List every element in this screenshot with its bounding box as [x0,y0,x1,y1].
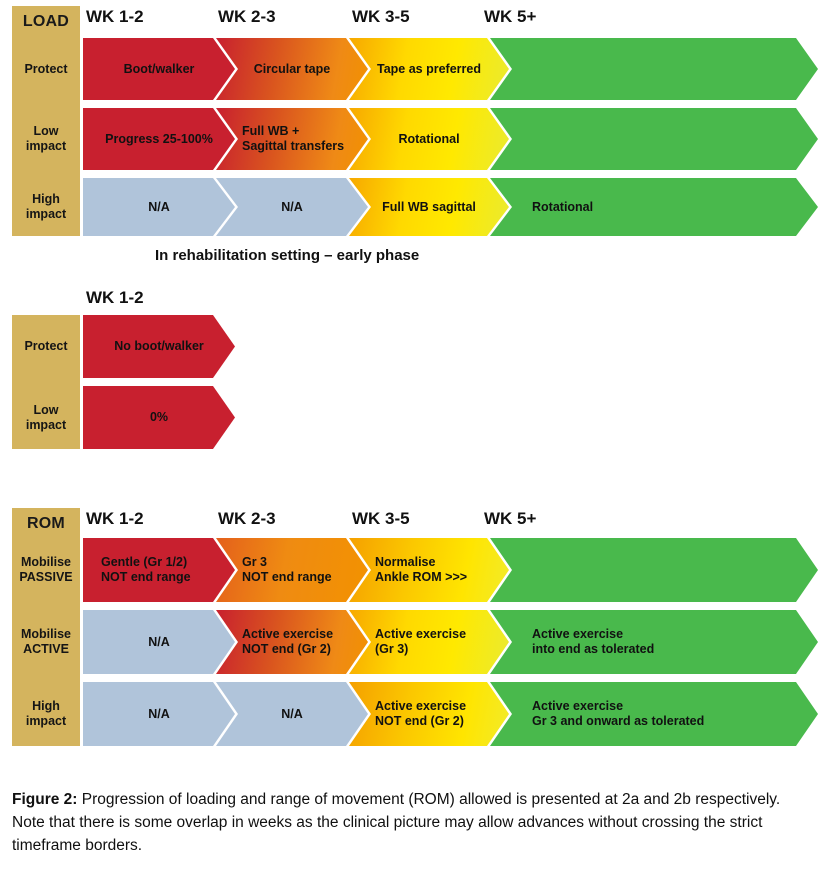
label-line: ACTIVE [23,642,69,656]
label-line: impact [25,417,67,432]
early-phase-section: WK 1-2 Protect Low impact No boot/walker… [0,285,829,449]
load-cell-protect-wk5plus[interactable] [490,38,818,100]
figure-caption: Figure 2: Progression of loading and ran… [12,789,817,857]
load-cell-protect-wk2-3[interactable]: Circular tape [216,38,368,100]
load-cell-protect-wk1-2[interactable]: Boot/walker [83,38,235,100]
load-row-label-low-impact: Low impact [12,108,80,170]
label-line: impact [25,714,67,728]
figure-caption-label: Figure 2: [12,791,78,808]
figure-caption-text: Progression of loading and range of move… [12,791,781,854]
rom-header-row: ROM WK 1-2 WK 2-3 WK 3-5 WK 5+ [0,506,829,540]
label-line: High [32,192,60,207]
load-cell-low-impact-wk5plus[interactable] [490,108,818,170]
early-header-row: WK 1-2 [0,285,829,319]
early-row-protect: No boot/walker [0,315,829,378]
load-row-low-impact: Progress 25-100% Full WB + Sagittal tran… [0,108,829,170]
load-row-label-protect: Protect [12,38,80,100]
rom-cell-active-wk1-2[interactable]: N/A [83,610,235,674]
rom-cell-high-impact-wk3-5[interactable]: Active exercise NOT end (Gr 2) [349,682,509,746]
rom-week-header-3: WK 3-5 [352,509,410,528]
rom-week-header-1: WK 1-2 [86,509,144,528]
label-line: impact [25,139,67,153]
early-cell-protect-wk1-2[interactable]: No boot/walker [83,315,235,378]
early-row-low-impact: 0% [0,386,829,449]
early-row-label-low-impact: Low impact [12,386,80,449]
rom-row-label-mobilise-passive: Mobilise PASSIVE [12,538,80,602]
label-line: PASSIVE [19,570,73,584]
rom-cell-active-wk2-3[interactable]: Active exercise NOT end (Gr 2) [216,610,368,674]
early-row-label-protect: Protect [12,315,80,378]
label-line: Protect [24,61,68,76]
load-cell-high-impact-wk5plus[interactable]: Rotational [490,178,818,236]
rom-cell-active-wk5plus[interactable]: Active exercise into end as tolerated [490,610,818,674]
rom-cell-active-wk3-5[interactable]: Active exercise (Gr 3) [349,610,509,674]
rom-label-column: Mobilise PASSIVE Mobilise ACTIVE High im… [12,538,80,746]
load-header-row: LOAD WK 1-2 WK 2-3 WK 3-5 WK 5+ [0,4,829,38]
rom-cell-passive-wk1-2[interactable]: Gentle (Gr 1/2) NOT end range [83,538,235,602]
early-week-header-1: WK 1-2 [86,288,144,307]
rom-cell-passive-wk2-3[interactable]: Gr 3 NOT end range [216,538,368,602]
rom-cell-passive-wk3-5[interactable]: Normalise Ankle ROM >>> [349,538,509,602]
label-line: Low [33,402,59,417]
load-cell-protect-wk3-5[interactable]: Tape as preferred [349,38,509,100]
load-footnote: In rehabilitation setting – early phase [155,247,420,264]
load-week-header-4: WK 5+ [484,7,537,26]
label-line: Low [33,124,59,139]
rom-cell-high-impact-wk5plus[interactable]: Active exercise Gr 3 and onward as toler… [490,682,818,746]
load-cell-low-impact-wk3-5[interactable]: Rotational [349,108,509,170]
rom-row-label-mobilise-active: Mobilise ACTIVE [12,610,80,674]
load-cell-low-impact-wk2-3[interactable]: Full WB + Sagittal transfers [216,108,368,170]
load-week-header-1: WK 1-2 [86,7,144,26]
load-label-column: Protect Low impact High impact [12,38,80,236]
rom-cell-passive-wk5plus[interactable] [490,538,818,602]
label-line: Protect [24,339,68,354]
load-cell-high-impact-wk2-3[interactable]: N/A [216,178,368,236]
load-section: LOAD WK 1-2 WK 2-3 WK 3-5 WK 5+ Protect … [0,4,829,264]
load-row-label-high-impact: High impact [12,178,80,236]
rom-section: ROM WK 1-2 WK 2-3 WK 3-5 WK 5+ Mobilise … [0,506,829,746]
label-line: Mobilise [20,555,71,570]
label-line: High [32,699,60,714]
rom-row-label-high-impact: High impact [12,682,80,746]
load-cell-high-impact-wk3-5[interactable]: Full WB sagittal [349,178,509,236]
rom-row-mobilise-active: N/A Active exercise NOT end (Gr 2) Activ… [0,610,829,674]
load-row-high-impact: N/A N/A Full WB sagittal Rotational [0,178,829,236]
load-row-protect: Boot/walker Circular tape Tape as prefer… [0,38,829,100]
rom-week-header-2: WK 2-3 [218,509,276,528]
rom-week-header-4: WK 5+ [484,509,537,528]
early-cell-low-impact-wk1-2[interactable]: 0% [83,386,235,449]
load-key-label: LOAD [12,6,80,38]
rom-cell-high-impact-wk1-2[interactable]: N/A [83,682,235,746]
rom-row-high-impact: N/A N/A Active exercise NOT end (Gr 2) A… [0,682,829,746]
rom-cell-high-impact-wk2-3[interactable]: N/A [216,682,368,746]
label-line: impact [25,207,67,221]
rom-row-mobilise-passive: Gentle (Gr 1/2) NOT end range Gr 3 NOT e… [0,538,829,602]
early-label-column: Protect Low impact [12,315,80,449]
load-week-header-3: WK 3-5 [352,7,410,26]
load-week-header-2: WK 2-3 [218,7,276,26]
label-line: Mobilise [20,627,71,642]
load-cell-low-impact-wk1-2[interactable]: Progress 25-100% [83,108,235,170]
load-cell-high-impact-wk1-2[interactable]: N/A [83,178,235,236]
rom-key-label: ROM [12,508,80,540]
